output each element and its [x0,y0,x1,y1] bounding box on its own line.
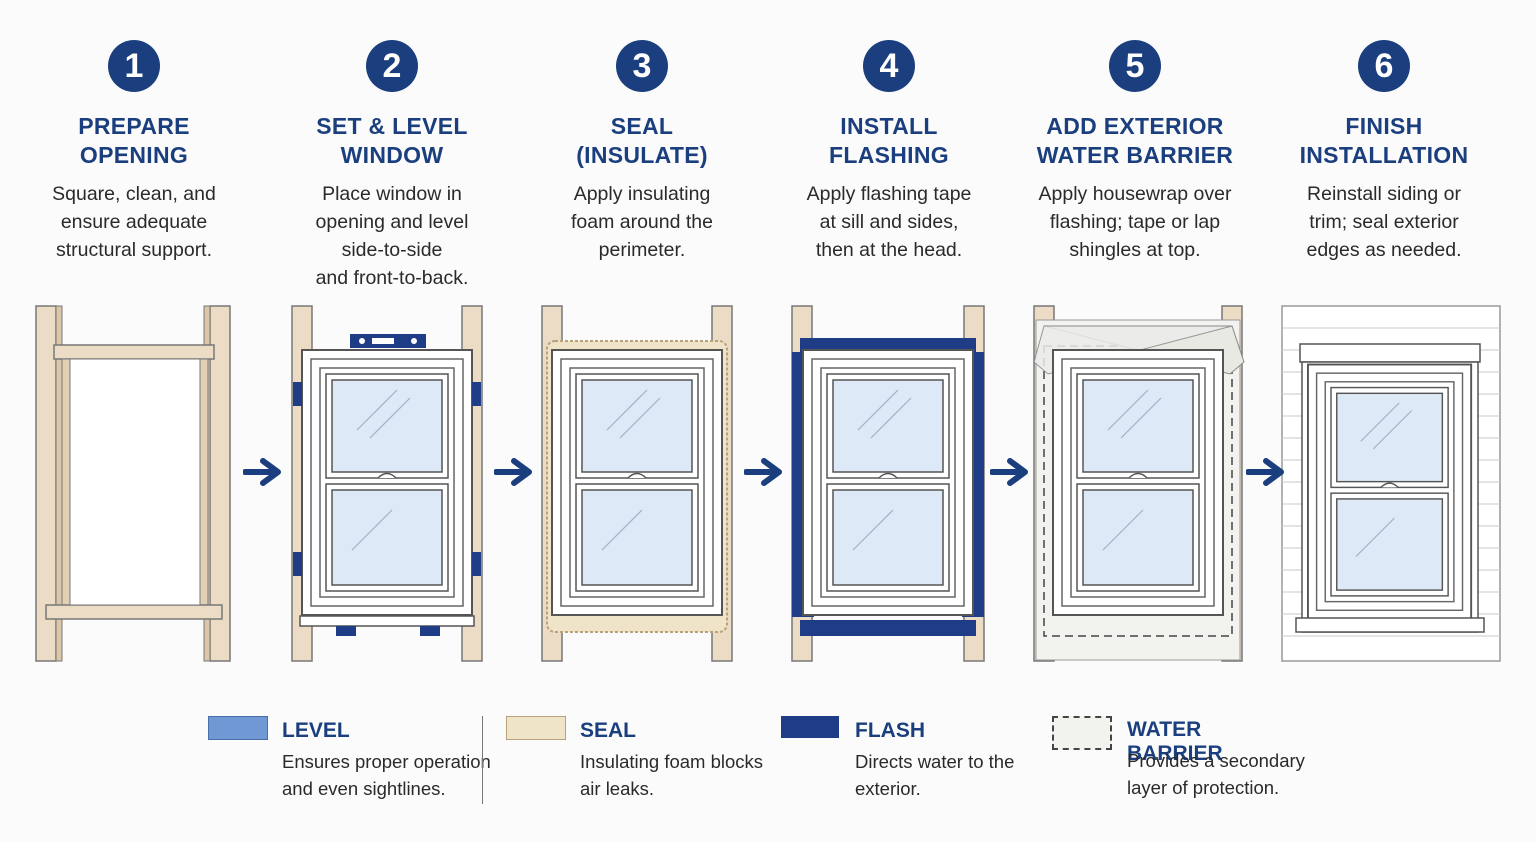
legend-title-level: LEVEL [282,719,350,742]
legend-title-flash: FLASH [855,719,925,742]
water-barrier-swatch [1052,716,1112,750]
legend-divider [482,716,483,804]
water-barrier-illustration [1033,305,1245,662]
finished-installation-illustration [1281,305,1501,662]
step-number-badge: 5 [1109,40,1161,92]
flashing-illustration [791,305,985,662]
level-swatch [208,716,268,740]
rough-opening-illustration [35,305,231,662]
arrow-right-icon [1246,458,1286,488]
seal-swatch [506,716,566,740]
step-number-badge: 2 [366,40,418,92]
arrow-right-icon [494,458,534,488]
step-number-badge: 4 [863,40,915,92]
set-level-illustration [291,305,483,662]
seal-foam-illustration [541,305,733,662]
arrow-right-icon [243,458,283,488]
legend-title-water-barrier: WATER BARRIER [1127,718,1223,765]
step-number-badge: 3 [616,40,668,92]
arrow-right-icon [744,458,784,488]
step-number-badge: 1 [108,40,160,92]
arrow-right-icon [990,458,1030,488]
step-number-badge: 6 [1358,40,1410,92]
legend-title-seal: SEAL [580,719,637,742]
flash-swatch [781,716,839,738]
step-title: SEAL(INSULATE) [576,113,708,168]
